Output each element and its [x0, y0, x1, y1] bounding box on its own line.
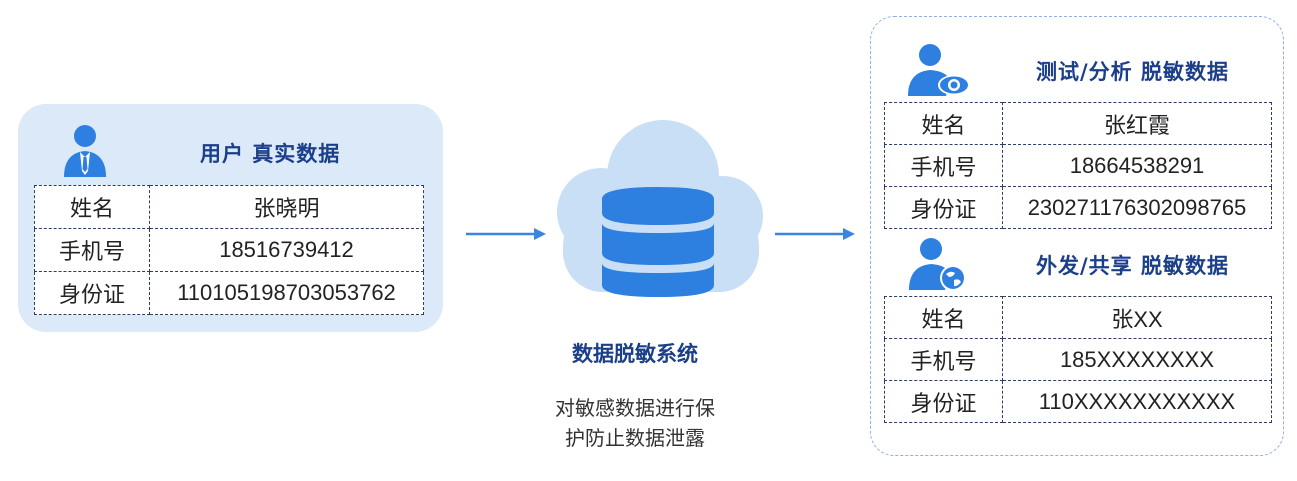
system-description-line: 护防止数据泄露 — [565, 426, 705, 450]
table-row: 手机号 18516739412 — [34, 228, 424, 272]
row-value: 110XXXXXXXXXXX — [1002, 380, 1272, 423]
masked-data-panel — [870, 16, 1284, 456]
test-data-table: 姓名 张红霞 手机号 18664538291 身份证 2302711763020… — [884, 102, 1272, 229]
row-label: 手机号 — [34, 228, 150, 272]
table-row: 身份证 230271176302098765 — [884, 186, 1272, 229]
row-label: 身份证 — [884, 186, 1003, 229]
database-icon — [602, 187, 714, 297]
system-description-line: 对敏感数据进行保 — [555, 396, 715, 420]
table-row: 姓名 张XX — [884, 296, 1272, 339]
row-label: 姓名 — [884, 102, 1003, 145]
user-eye-icon — [908, 44, 970, 96]
row-value: 张XX — [1002, 296, 1272, 339]
row-label: 手机号 — [884, 338, 1003, 381]
table-row: 身份证 110105198703053762 — [34, 271, 424, 315]
user-globe-icon — [909, 238, 966, 290]
row-label: 身份证 — [884, 380, 1003, 423]
system-description: 对敏感数据进行保 护防止数据泄露 — [540, 393, 730, 453]
table-row: 手机号 18664538291 — [884, 144, 1272, 187]
user-icon — [64, 125, 106, 177]
share-data-title: 外发/共享 脱敏数据 — [1036, 254, 1229, 278]
row-label: 手机号 — [884, 144, 1003, 187]
row-value: 18516739412 — [149, 228, 424, 272]
arrow-right-icon — [775, 228, 855, 240]
row-value: 张晓明 — [149, 185, 424, 229]
table-row: 姓名 张晓明 — [34, 185, 424, 229]
row-value: 18664538291 — [1002, 144, 1272, 187]
row-value: 110105198703053762 — [149, 271, 424, 315]
real-data-table: 姓名 张晓明 手机号 18516739412 身份证 1101051987030… — [34, 185, 424, 315]
row-label: 姓名 — [884, 296, 1003, 339]
table-row: 身份证 110XXXXXXXXXXX — [884, 380, 1272, 423]
table-row: 手机号 185XXXXXXXX — [884, 338, 1272, 381]
row-value: 张红霞 — [1002, 102, 1272, 145]
table-row: 姓名 张红霞 — [884, 102, 1272, 145]
arrow-right-icon — [466, 228, 546, 240]
row-value: 230271176302098765 — [1002, 186, 1272, 229]
test-data-title: 测试/分析 脱敏数据 — [1036, 60, 1229, 84]
row-label: 身份证 — [34, 271, 150, 315]
real-data-title: 用户 真实数据 — [200, 142, 341, 166]
share-data-table: 姓名 张XX 手机号 185XXXXXXXX 身份证 110XXXXXXXXXX… — [884, 296, 1272, 423]
system-name: 数据脱敏系统 — [572, 342, 698, 366]
row-value: 185XXXXXXXX — [1002, 338, 1272, 381]
row-label: 姓名 — [34, 185, 150, 229]
